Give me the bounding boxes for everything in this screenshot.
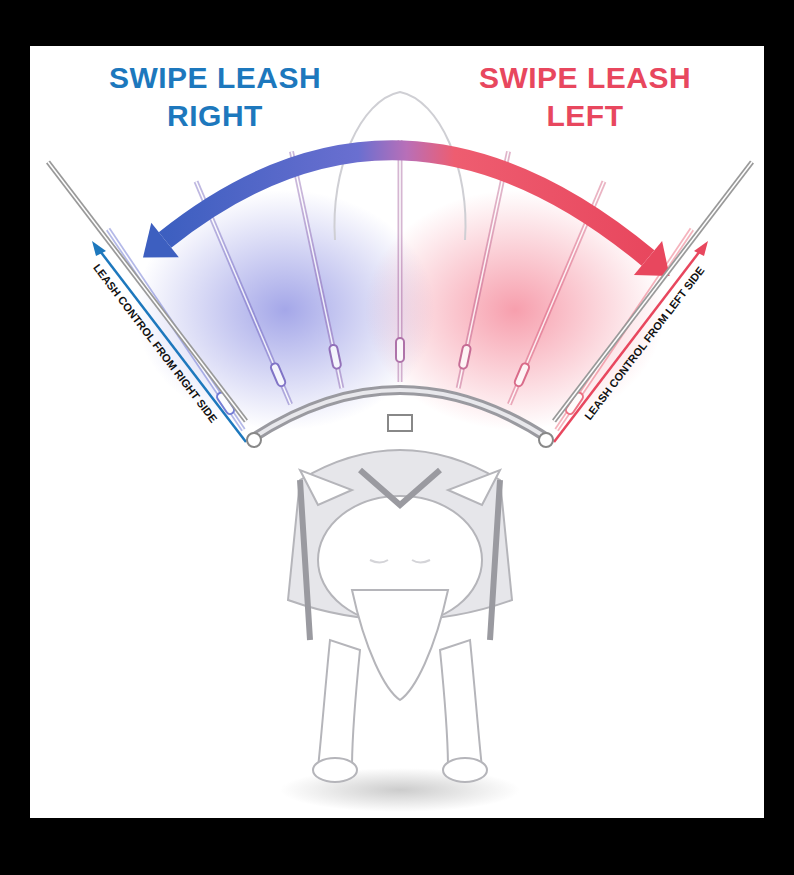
dog-figure bbox=[288, 415, 512, 782]
side-note: LEASH CONTROL FROM RIGHT SIDE bbox=[90, 261, 219, 425]
frame-top bbox=[0, 0, 794, 46]
side-note: LEASH CONTROL FROM LEFT SIDE bbox=[582, 264, 707, 422]
leash bbox=[291, 151, 341, 388]
arc-head-right bbox=[634, 241, 670, 276]
ring-clip-left bbox=[247, 433, 261, 447]
frame-bottom bbox=[0, 818, 794, 875]
frame-left bbox=[0, 0, 30, 875]
leash bbox=[458, 151, 508, 388]
swipe-title: SWIPE LEASH RIGHT bbox=[90, 59, 340, 135]
harness-ring bbox=[250, 390, 550, 440]
swipe-arc bbox=[165, 150, 648, 258]
white-ground bbox=[30, 46, 764, 818]
ring-clip-right bbox=[539, 433, 553, 447]
swipe-title: SWIPE LEASH LEFT bbox=[460, 59, 710, 135]
side-lines bbox=[48, 162, 752, 442]
frame-right bbox=[764, 0, 794, 875]
arc-head-left bbox=[143, 223, 179, 258]
leash bbox=[396, 140, 404, 382]
harness-ring-inner bbox=[250, 390, 550, 440]
